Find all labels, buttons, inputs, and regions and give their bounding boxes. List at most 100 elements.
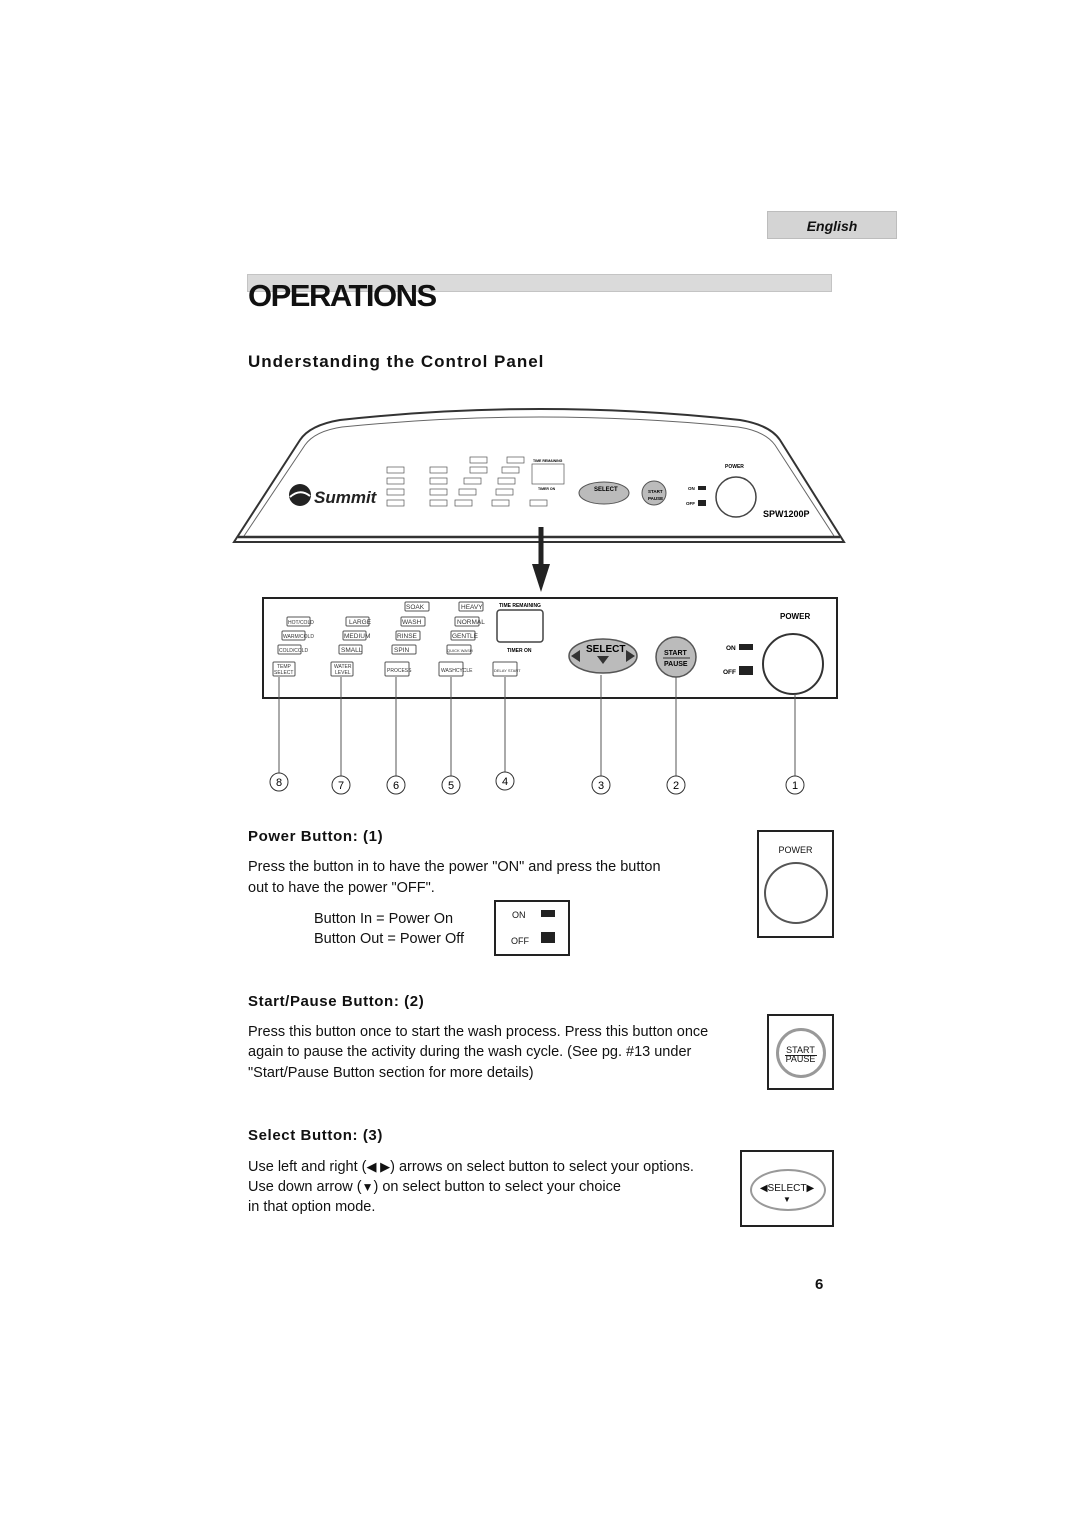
model-number: SPW1200P [763, 509, 810, 519]
select-text-line1-a: Use left and right ( [248, 1159, 367, 1175]
process-option-1: WASH [402, 619, 422, 626]
button-in-text: Button In = Power On [314, 911, 454, 927]
select-text-line3: in that option mode. [248, 1199, 376, 1215]
select-label: SELECT [586, 644, 625, 655]
select-icon-row: ◀SELECT▶ [742, 1183, 832, 1194]
temp-select-line2: SELECT [274, 670, 293, 676]
process-option-0: SOAK [406, 604, 425, 611]
start-label: START [664, 650, 688, 657]
svg-text:TIMER ON: TIMER ON [538, 487, 556, 491]
select-right-arrow-icon: ▶ [806, 1183, 815, 1194]
select-button-illustration: ◀SELECT▶ ▼ [740, 1150, 834, 1227]
svg-text:SELECT: SELECT [594, 487, 618, 493]
start-text-line1: Press this button once to start the wash… [248, 1024, 709, 1040]
temp-option-0: HOT/COLD [288, 620, 314, 626]
cycle-option-3: QUICK WASH [447, 648, 473, 653]
level-option-2: SMALL [341, 647, 363, 654]
delay-start-label: DELAY START [494, 668, 521, 673]
start-text-line3: "Start/Pause Button section for more det… [248, 1065, 534, 1081]
down-arrow-small-icon [597, 656, 609, 664]
callout-1: 1 [792, 780, 798, 792]
select-text-line2-b: ) on select button to select your choice [373, 1179, 621, 1195]
callout-3: 3 [598, 780, 604, 792]
wash-cycle-label: WASHCYCLE [441, 668, 473, 674]
select-heading: Select Button: (3) [248, 1127, 383, 1144]
start-button-icon [776, 1028, 826, 1078]
svg-text:PAUSE: PAUSE [648, 496, 663, 501]
select-text-line2: Use down arrow (▼) on select button to s… [248, 1177, 621, 1198]
water-level-line1: WATER [334, 664, 352, 670]
svg-text:ON: ON [688, 486, 695, 491]
select-button-icon [750, 1169, 826, 1211]
title-bar [247, 274, 832, 292]
left-arrow-icon [571, 650, 580, 662]
svg-text:TIME REMAINING: TIME REMAINING [533, 459, 563, 463]
start-button-diagram [655, 636, 697, 678]
off-indicator-label: OFF [511, 936, 529, 946]
select-text-line1: Use left and right (◀ ▶) arrows on selec… [248, 1156, 694, 1178]
time-display [496, 609, 544, 643]
select-down-arrow-icon: ▼ [783, 1195, 791, 1204]
power-text-line1: Press the button in to have the power "O… [248, 859, 661, 875]
control-panel-diagram: Summit TIME REMAINING TIMER ON SELECT ST… [232, 408, 846, 795]
power-button-label: POWER [778, 845, 813, 855]
time-remaining-label: TIME REMAINING [499, 603, 541, 609]
power-button-illustration: POWER [757, 830, 834, 938]
cycle-option-1: NORMAL [457, 619, 485, 626]
summit-logo-icon [289, 484, 311, 506]
start-text-line2: again to pause the activity during the w… [248, 1044, 692, 1060]
svg-text:POWER: POWER [725, 464, 744, 470]
svg-text:OFF: OFF [686, 501, 695, 506]
power-text-line2: out to have the power "OFF". [248, 880, 435, 896]
select-left-arrow-icon: ◀ [759, 1183, 768, 1194]
brand-logo: Summit [314, 488, 378, 507]
on-label: ON [726, 645, 736, 652]
off-label: OFF [723, 669, 736, 676]
start-pause-divider [785, 1055, 817, 1056]
process-option-2: RINSE [397, 633, 418, 640]
button-out-text: Button Out = Power Off [314, 931, 465, 947]
callout-4: 4 [502, 776, 508, 788]
select-text-line1-b: ) arrows on select button to select your… [390, 1159, 694, 1175]
pause-icon-label: PAUSE [785, 1054, 816, 1064]
page-title: OPERATIONS [248, 278, 437, 313]
callout-8: 8 [276, 777, 282, 789]
callout-7: 7 [338, 780, 344, 792]
select-text-line2-a: Use down arrow ( [248, 1179, 362, 1195]
cycle-option-0: HEAVY [461, 604, 483, 611]
language-tab: English [767, 211, 897, 239]
power-button-icon [764, 862, 828, 924]
process-option-3: SPIN [394, 647, 409, 654]
power-button-diagram [762, 633, 824, 695]
temp-option-1: WARM/COLD [283, 634, 314, 640]
select-icon-label: SELECT [767, 1183, 807, 1194]
power-heading: Power Button: (1) [248, 828, 384, 845]
level-option-0: LARGE [349, 619, 372, 626]
timer-on-label: TIMER ON [507, 648, 532, 654]
left-right-arrows-icon: ◀ ▶ [366, 1159, 391, 1174]
on-off-indicator: ON OFF [494, 900, 570, 956]
callout-6: 6 [393, 780, 399, 792]
start-button-illustration: START PAUSE [767, 1014, 834, 1090]
start-heading: Start/Pause Button: (2) [248, 993, 425, 1010]
power-label: POWER [780, 612, 810, 621]
down-arrow-icon [532, 564, 550, 592]
callout-5: 5 [448, 780, 454, 792]
water-level-line2: LEVEL [335, 670, 351, 676]
process-label: PROCESS [387, 668, 412, 674]
svg-text:START: START [648, 489, 663, 494]
level-option-1: MEDIUM [344, 633, 370, 640]
pause-label: PAUSE [664, 661, 688, 668]
page-number: 6 [815, 1276, 824, 1293]
off-switch-icon [541, 932, 555, 943]
callout-2: 2 [673, 780, 679, 792]
temp-select-line1: TEMP [277, 664, 292, 670]
on-switch-icon [541, 910, 555, 917]
on-indicator-label: ON [512, 910, 526, 920]
right-arrow-icon [626, 650, 635, 662]
cycle-option-2: GENTLE [452, 633, 479, 640]
temp-option-2: COLD/COLD [279, 648, 309, 654]
section-title: Understanding the Control Panel [248, 352, 545, 371]
start-icon-label: START [786, 1045, 815, 1055]
down-arrow-text-icon: ▼ [361, 1180, 374, 1194]
